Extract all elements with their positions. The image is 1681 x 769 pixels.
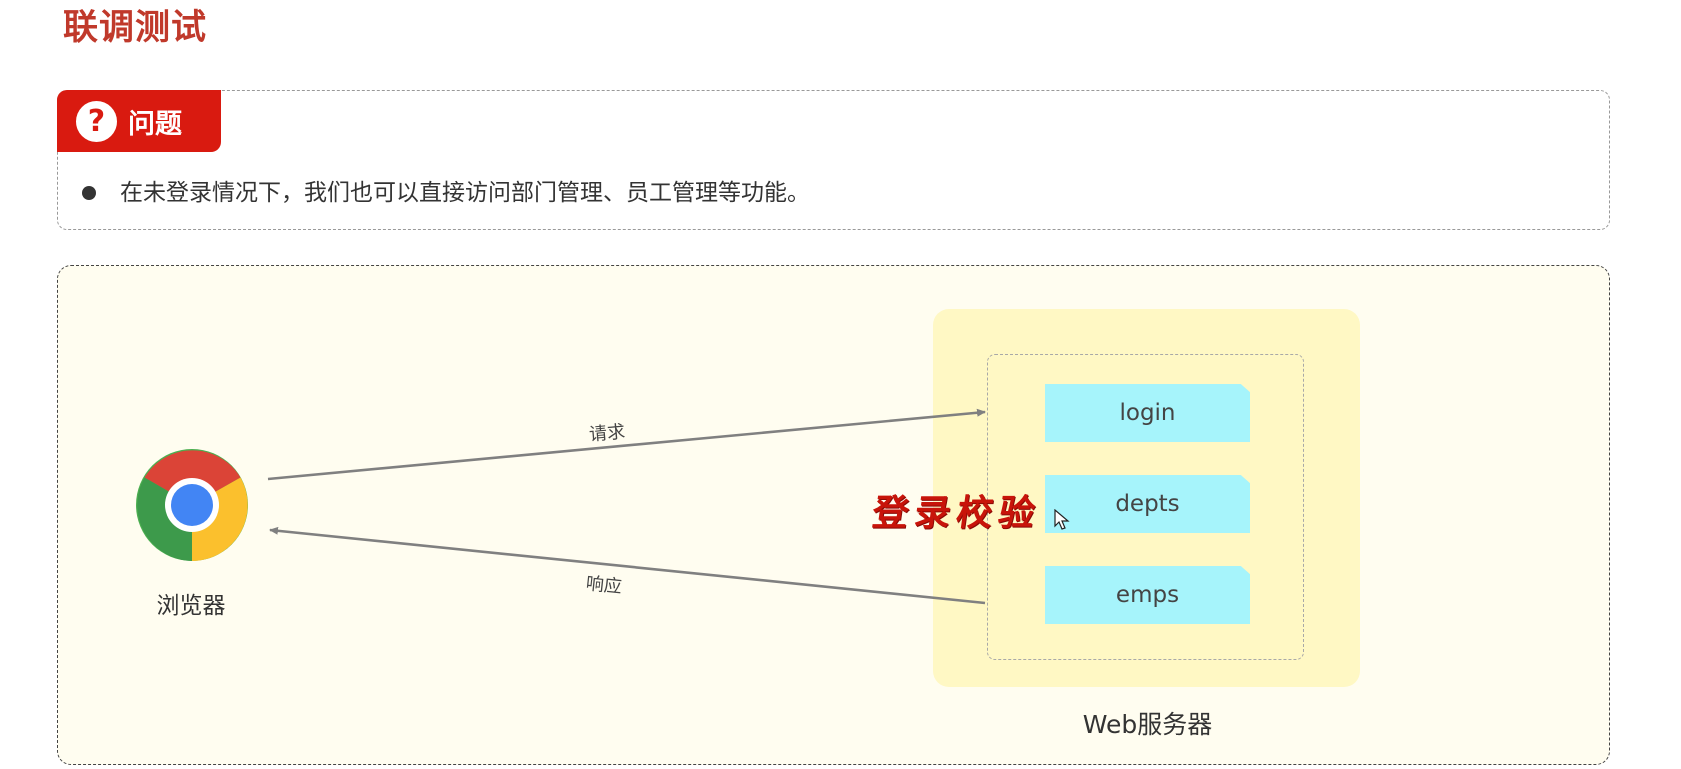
bullet-text: 在未登录情况下，我们也可以直接访问部门管理、员工管理等功能。 (120, 180, 810, 206)
request-label: 请求 (588, 421, 626, 446)
login-check-annotation: 登录校验 (869, 492, 1044, 534)
request-arrow (267, 408, 986, 481)
list-item: 在未登录情况下，我们也可以直接访问部门管理、员工管理等功能。 (82, 176, 810, 210)
endpoint-emps: emps (1045, 566, 1250, 624)
problem-label: 问题 (128, 108, 182, 140)
endpoint-login: login (1045, 384, 1250, 442)
problem-callout (57, 90, 1610, 230)
response-arrow (269, 526, 986, 605)
endpoint-depts: depts (1045, 475, 1250, 533)
question-mark-icon: ? (76, 100, 117, 142)
web-server-inner-box (987, 354, 1304, 660)
mouse-cursor-icon (1054, 508, 1070, 535)
problem-tab: ? 问题 (57, 90, 221, 152)
bullet-icon (82, 186, 96, 200)
web-server-label: Web服务器 (1082, 710, 1213, 739)
page-title: 联调测试 (63, 8, 208, 48)
chrome-icon (136, 449, 248, 561)
browser-label: 浏览器 (156, 593, 226, 619)
response-label: 响应 (584, 573, 623, 598)
